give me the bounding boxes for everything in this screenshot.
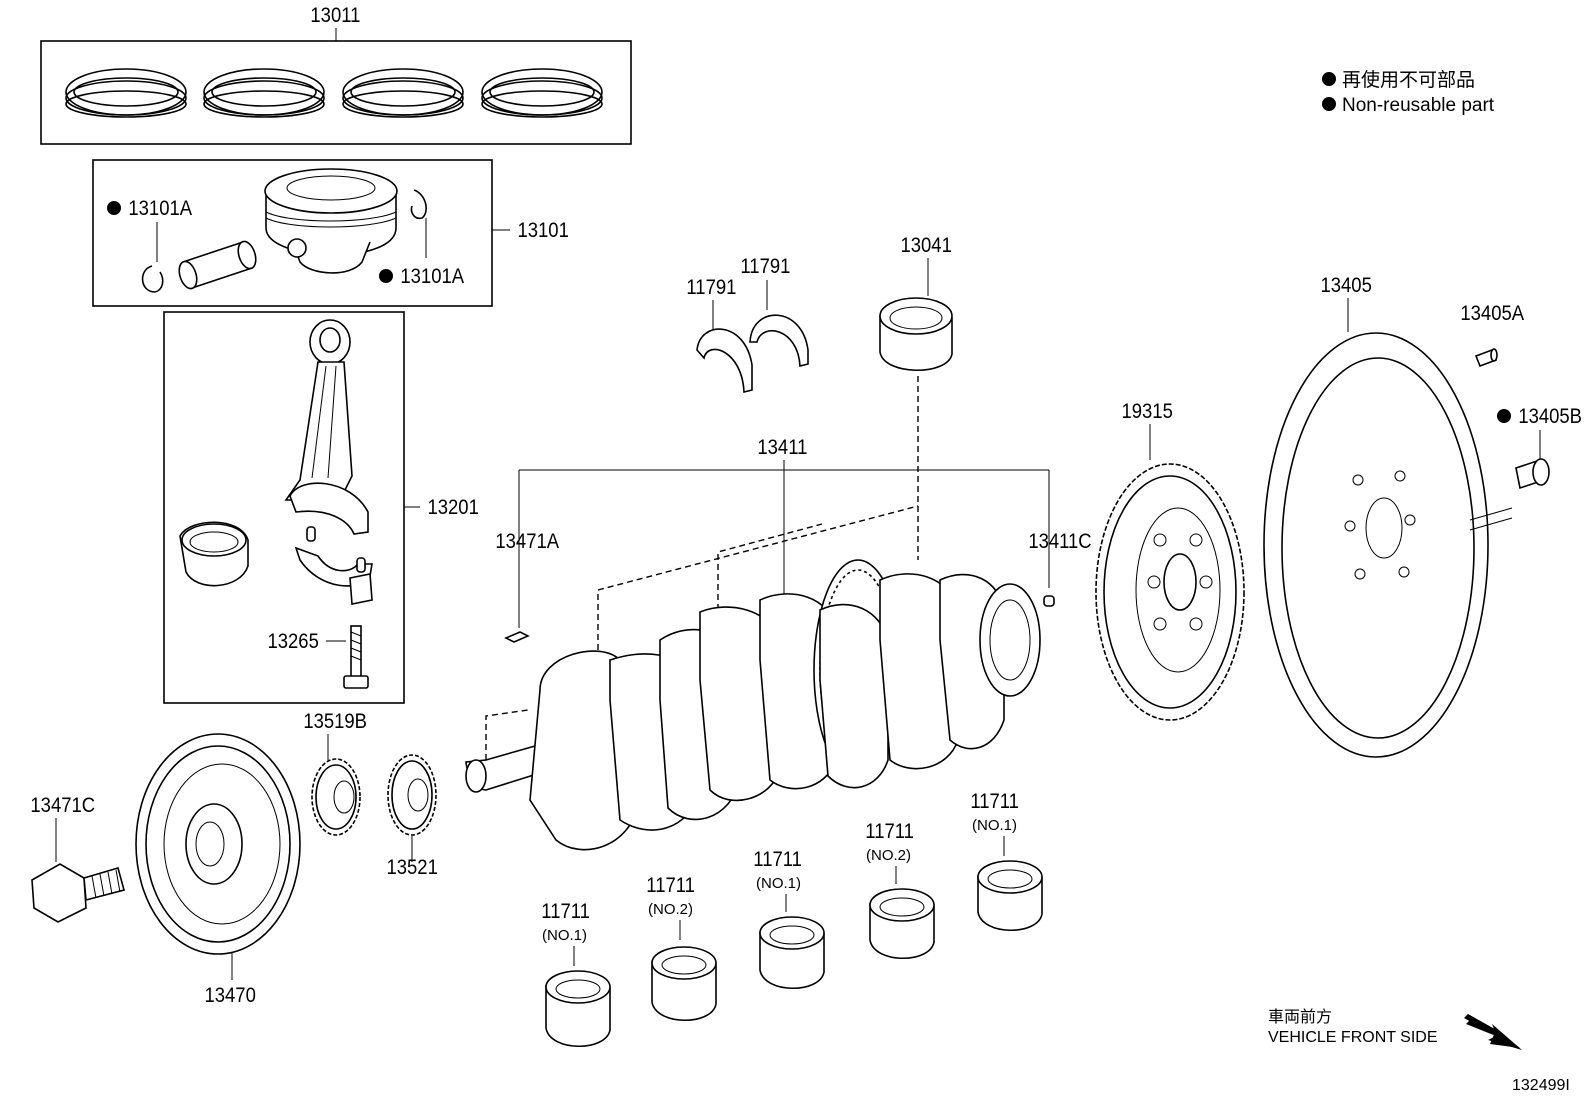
piston-ring-set-illustration[interactable]: [65, 68, 603, 118]
piston-ring-set-group: 13011: [40, 4, 632, 145]
vehicle-front-indicator: 車両前方 VEHICLE FRONT SIDE: [1268, 1008, 1522, 1050]
non-reusable-dot-icon: [1497, 409, 1511, 423]
front-en: VEHICLE FRONT SIDE: [1268, 1029, 1438, 1046]
diagram-id: 132499I: [1512, 1077, 1570, 1094]
connecting-rod-illustration[interactable]: [284, 319, 373, 605]
non-reusable-dot-icon: [1322, 72, 1336, 86]
conrod-bearing-top-illustration[interactable]: [879, 297, 953, 371]
label-13265[interactable]: 13265: [268, 630, 319, 653]
label-11711-1[interactable]: 11711: [541, 900, 590, 923]
crankshaft-group: 13411 13471A 13411C: [465, 436, 1092, 851]
sprocket-group: 13519B 13521: [303, 710, 438, 879]
conrod-bearing-illustration[interactable]: [179, 521, 249, 587]
thrust-washer-group: 11791 11791: [686, 255, 809, 394]
conrod-group: 13201 13265: [163, 311, 479, 704]
sprocket-13519B-illustration[interactable]: [311, 758, 361, 836]
flywheel-illustration[interactable]: [1263, 332, 1513, 758]
piston-group: 13101 13101A 13101A: [92, 159, 569, 307]
label-13101A-bottom[interactable]: 13101A: [400, 265, 464, 288]
legend: 再使用不可部品 Non-reusable part: [1322, 69, 1495, 116]
flywheel-bolt-illustration[interactable]: [1515, 458, 1550, 490]
pulley-group: 13471C 13470: [30, 733, 301, 1007]
snap-ring-left-illustration[interactable]: [141, 265, 164, 293]
legend-jp: 再使用不可部品: [1342, 69, 1475, 91]
label-13201[interactable]: 13201: [428, 496, 479, 519]
flywheel-pin-illustration[interactable]: [1474, 348, 1498, 368]
piston-illustration[interactable]: [264, 168, 398, 274]
label-11711-2[interactable]: 11711: [646, 874, 695, 897]
label-11791-left[interactable]: 11791: [686, 276, 736, 299]
label-13405B[interactable]: 13405B: [1518, 405, 1582, 428]
label-13101A-top[interactable]: 13101A: [128, 197, 192, 220]
label-13411[interactable]: 13411: [757, 436, 807, 459]
gear-13521-illustration[interactable]: [387, 754, 437, 836]
label-13041[interactable]: 13041: [901, 234, 952, 257]
label-11711-4[interactable]: 11711: [865, 820, 914, 843]
conrod-dowel-illustration[interactable]: [306, 526, 366, 573]
label-13470[interactable]: 13470: [205, 984, 256, 1007]
crank-pin-illustration[interactable]: [1043, 595, 1055, 607]
timing-rotor-group: 19315: [1095, 400, 1245, 721]
sublabel-no2: (NO.2): [648, 901, 693, 918]
label-13411C[interactable]: 13411C: [1028, 530, 1091, 553]
timing-rotor-illustration[interactable]: [1095, 463, 1245, 721]
piston-frame: [92, 159, 493, 307]
conrod-bolt-illustration[interactable]: [343, 625, 369, 689]
crank-key-illustration[interactable]: [504, 631, 530, 643]
sublabel-no1: (NO.1): [542, 927, 587, 944]
piston-pin-illustration[interactable]: [176, 239, 259, 291]
sublabel-no1: (NO.1): [972, 817, 1017, 834]
snap-ring-right-illustration[interactable]: [410, 189, 427, 220]
front-jp: 車両前方: [1268, 1008, 1332, 1026]
crank-pulley-illustration[interactable]: [135, 733, 301, 955]
sublabel-no1: (NO.1): [756, 875, 801, 892]
label-11711-5[interactable]: 11711: [970, 790, 1019, 813]
label-19315[interactable]: 19315: [1122, 400, 1173, 423]
thrust-washer-right-illustration[interactable]: [749, 314, 809, 368]
label-13471C[interactable]: 13471C: [30, 794, 95, 817]
label-11791-right[interactable]: 11791: [740, 255, 790, 278]
label-13405A[interactable]: 13405A: [1460, 302, 1524, 325]
label-13101[interactable]: 13101: [518, 219, 569, 242]
flywheel-group: 13405 13405A 13405B: [1263, 274, 1582, 758]
label-13519B[interactable]: 13519B: [303, 710, 367, 733]
pulley-bolt-illustration[interactable]: [31, 863, 125, 923]
legend-en: Non-reusable part: [1342, 95, 1495, 116]
label-13471A[interactable]: 13471A: [495, 530, 559, 553]
non-reusable-dot-icon: [107, 201, 121, 215]
main-bearing-5-illustration[interactable]: [977, 860, 1043, 931]
non-reusable-dot-icon: [379, 269, 393, 283]
main-bearing-1-illustration[interactable]: [545, 970, 611, 1047]
main-bearing-4-illustration[interactable]: [869, 888, 935, 959]
main-bearing-3-illustration[interactable]: [759, 916, 825, 989]
conrod-bearing-top-group: 13041: [879, 234, 953, 560]
label-13405[interactable]: 13405: [1321, 274, 1372, 297]
label-11711-3[interactable]: 11711: [753, 848, 802, 871]
crankshaft-illustration[interactable]: [465, 559, 1041, 851]
label-13521[interactable]: 13521: [387, 856, 438, 879]
sublabel-no2: (NO.2): [866, 847, 911, 864]
thrust-washer-left-illustration[interactable]: [696, 328, 753, 394]
ring-set-frame: [40, 40, 632, 145]
main-bearings-group: 11711 (NO.1) 11711 (NO.2) 11711 (NO.1) 1…: [541, 790, 1043, 1047]
label-13011[interactable]: 13011: [310, 4, 360, 27]
non-reusable-dot-icon: [1322, 97, 1336, 111]
main-bearing-2-illustration[interactable]: [651, 946, 717, 1021]
